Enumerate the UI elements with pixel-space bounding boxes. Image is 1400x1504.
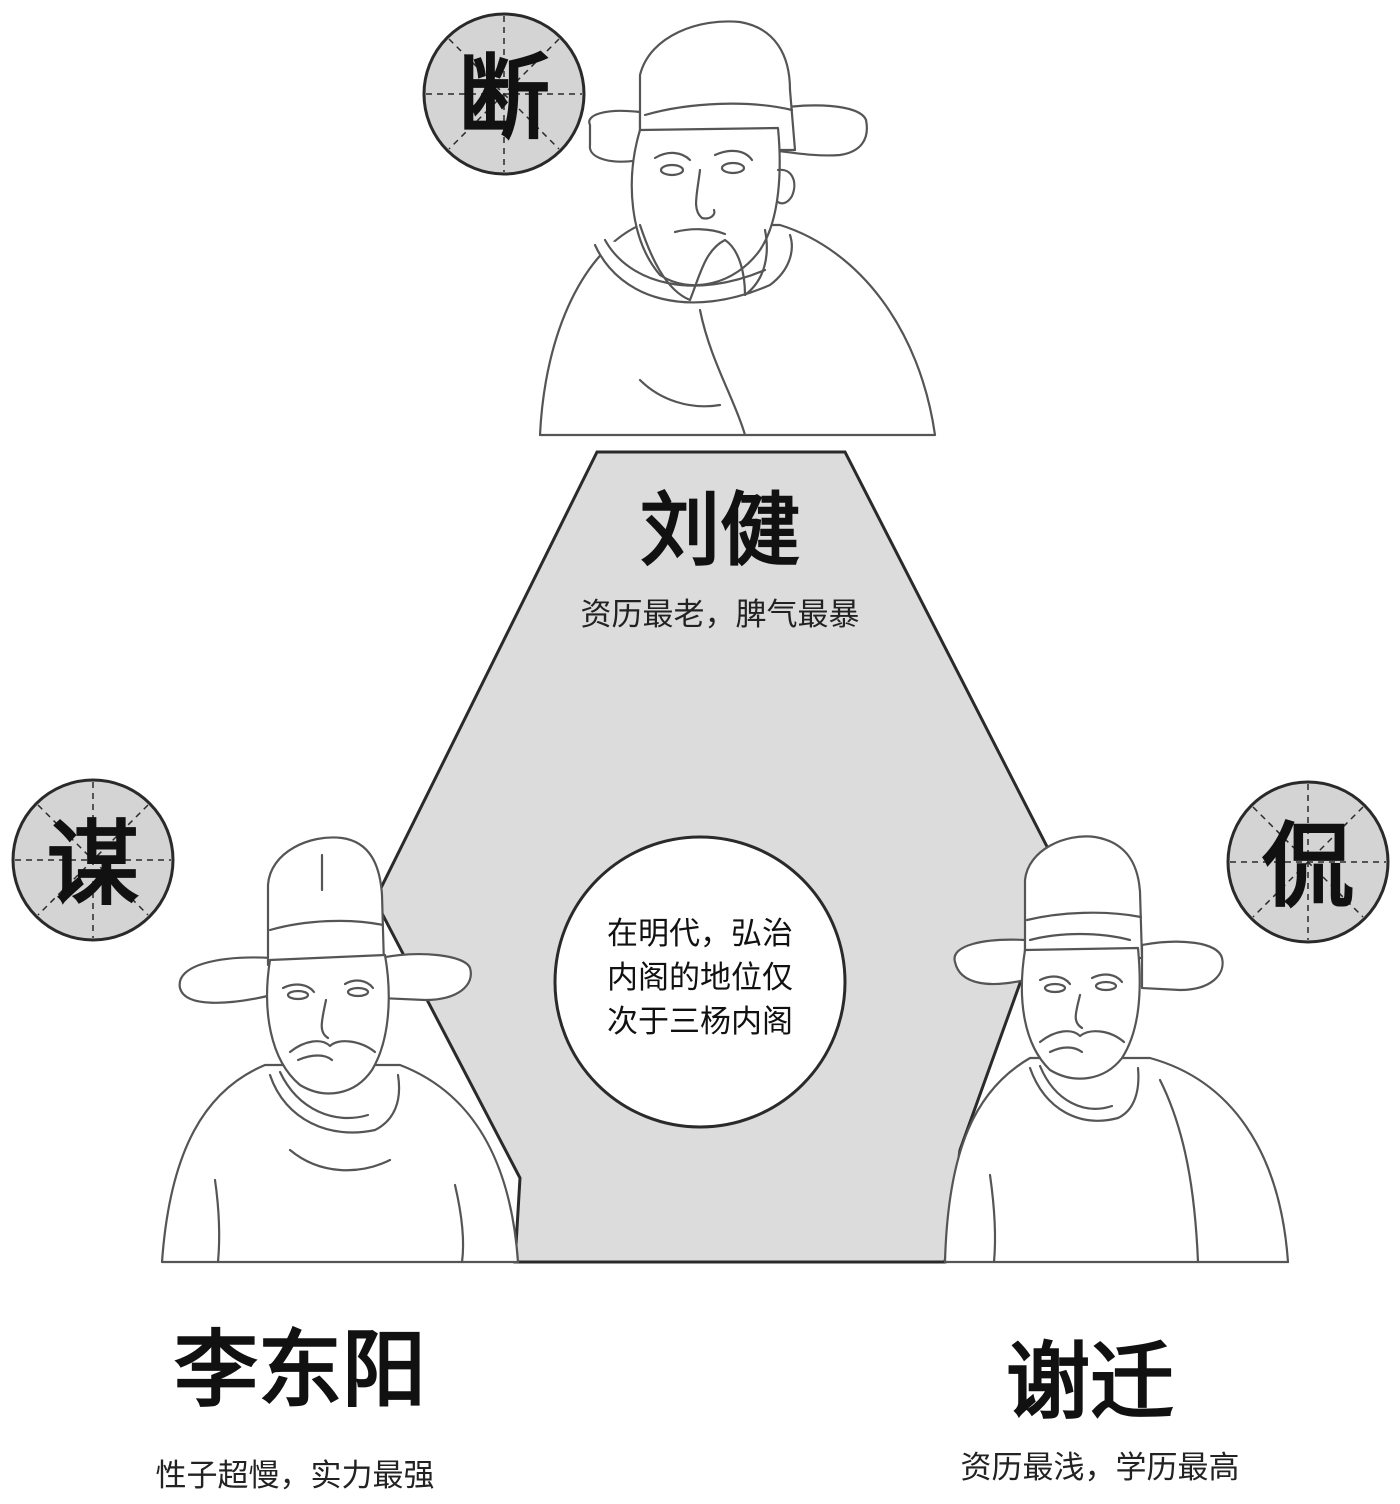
trait-badge-mou: 谋 bbox=[11, 778, 175, 942]
figure-portrait-li-dongyang bbox=[160, 836, 520, 1264]
figure-name-xie-qian: 谢迁 bbox=[1005, 1332, 1174, 1431]
figure-description-xie-qian: 资历最浅，学历最高 bbox=[960, 1450, 1240, 1486]
center-note: 在明代，弘治 内阁的地位仅 次于三杨内阁 bbox=[565, 912, 835, 1044]
trait-badge-duan: 断 bbox=[422, 12, 586, 176]
figure-portrait-liu-jian bbox=[538, 20, 937, 437]
center-note-line: 内阁的地位仅 bbox=[607, 960, 793, 996]
center-note-line: 在明代，弘治 bbox=[607, 916, 793, 952]
center-note-line: 次于三杨内阁 bbox=[607, 1004, 793, 1040]
figure-name-liu-jian: 刘健 bbox=[640, 483, 800, 577]
figure-portrait-xie-qian bbox=[943, 835, 1290, 1264]
center-circle bbox=[553, 835, 847, 1129]
trait-badge-char: 侃 bbox=[1262, 812, 1354, 920]
trait-badge-char: 断 bbox=[458, 44, 550, 152]
trait-badge-char: 谋 bbox=[47, 810, 139, 918]
trait-badge-kan: 侃 bbox=[1226, 780, 1390, 944]
figure-name-li-dongyang: 李东阳 bbox=[173, 1320, 426, 1419]
figure-description-liu-jian: 资历最老，脾气最暴 bbox=[580, 597, 860, 633]
figure-description-li-dongyang: 性子超慢，实力最强 bbox=[155, 1458, 435, 1494]
